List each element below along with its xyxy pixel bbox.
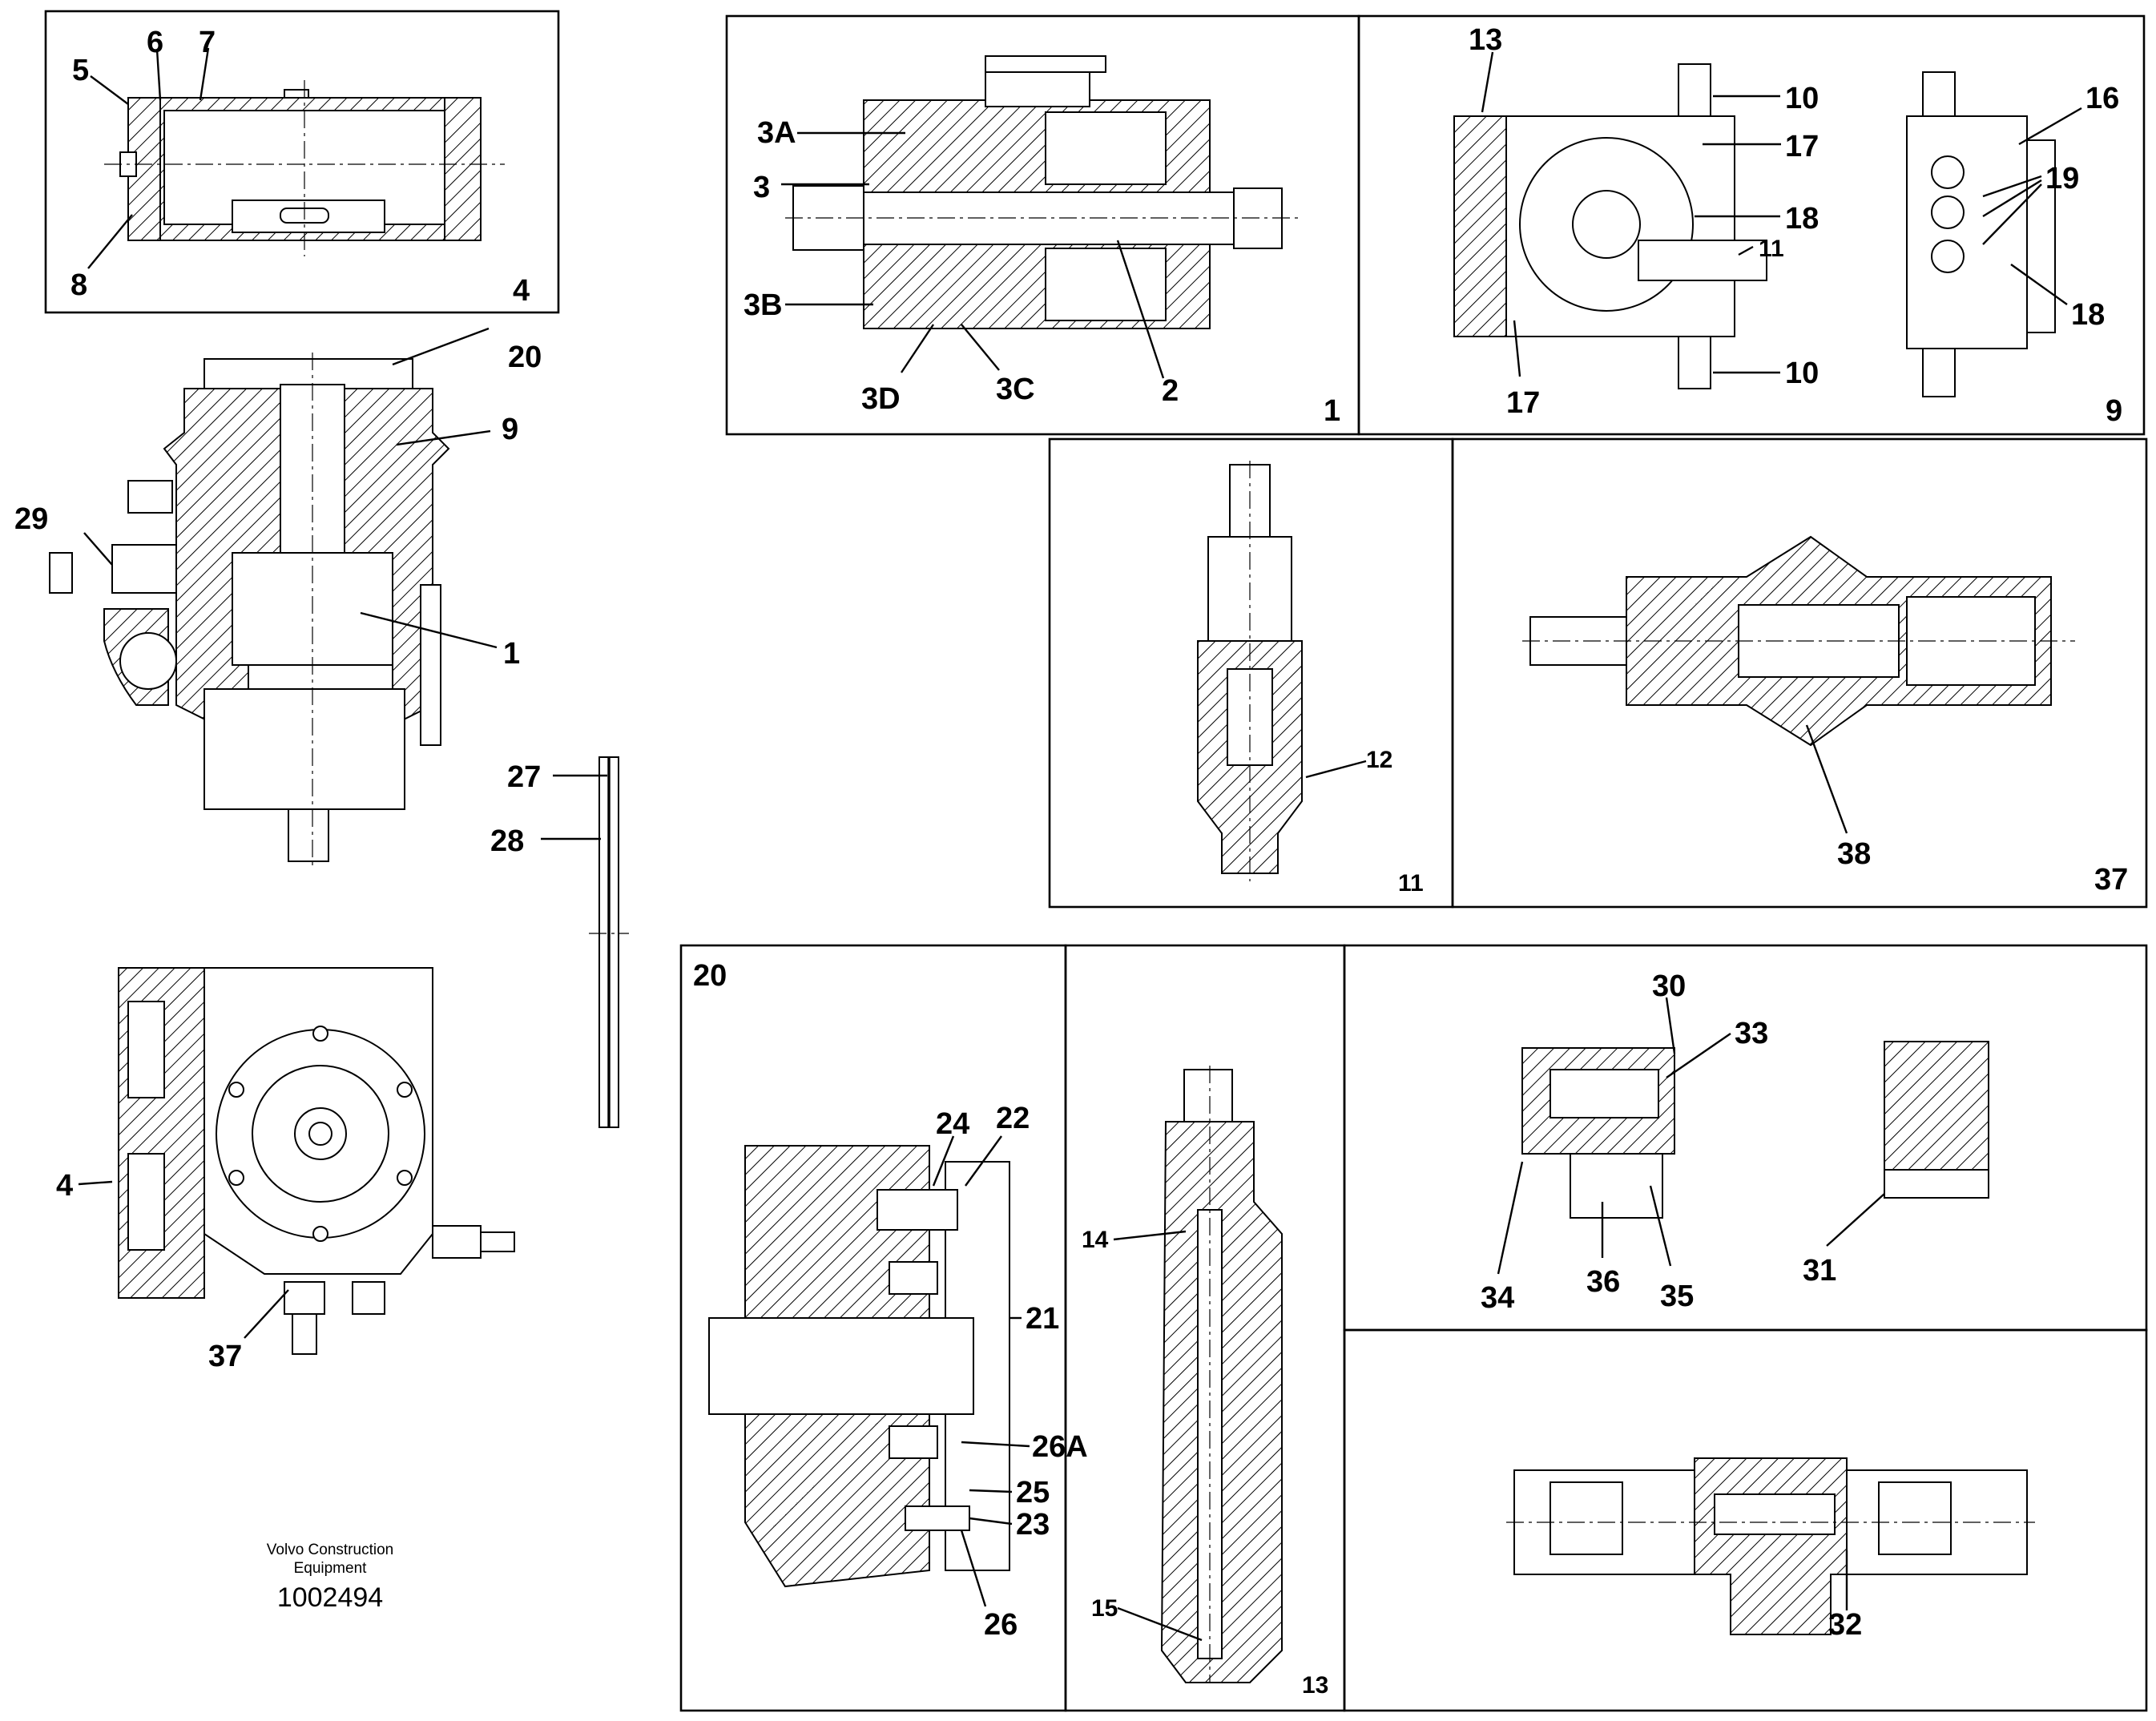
label-25: 25 <box>1016 1476 1050 1509</box>
label-37-front: 37 <box>208 1340 242 1373</box>
panel-label-1: 1 <box>1324 394 1340 428</box>
panel-label-11: 11 <box>1398 870 1424 897</box>
label-24: 24 <box>936 1107 969 1141</box>
drawing-code: 1002494 <box>277 1582 383 1613</box>
label-3: 3 <box>753 171 770 204</box>
panel-13-servo-piston: 14 15 13 <box>1064 944 1346 1712</box>
label-10-bottom: 10 <box>1785 357 1819 390</box>
label-6: 6 <box>147 26 163 59</box>
footer-brand: Volvo Construction Equipment 1002494 <box>267 1542 393 1613</box>
label-31: 31 <box>1803 1254 1836 1288</box>
label-17-top: 17 <box>1785 130 1819 163</box>
label-27: 27 <box>507 760 541 794</box>
panel-solenoid-housing-section: 30 33 34 36 35 31 <box>1343 944 2148 1332</box>
label-20-top: 20 <box>508 341 542 374</box>
label-34: 34 <box>1481 1281 1514 1315</box>
label-16: 16 <box>2085 82 2119 115</box>
panel-label-9: 9 <box>2106 394 2122 428</box>
panel-37-relief-valve: 38 37 <box>1451 437 2148 909</box>
panel-label-13: 13 <box>1302 1672 1328 1699</box>
label-15: 15 <box>1091 1595 1118 1622</box>
label-32: 32 <box>1828 1608 1862 1642</box>
label-17-bottom: 17 <box>1506 386 1540 420</box>
label-22: 22 <box>996 1102 1030 1135</box>
pump-main-section-view: 20 9 29 1 <box>14 327 542 865</box>
label-33: 33 <box>1735 1017 1768 1050</box>
panel-label-20: 20 <box>693 959 727 993</box>
label-38: 38 <box>1837 837 1871 871</box>
label-26A: 26A <box>1032 1430 1088 1464</box>
brand-line-1: Volvo Construction <box>267 1542 393 1558</box>
panel-label-4: 4 <box>513 274 530 308</box>
label-8: 8 <box>71 268 87 302</box>
label-4-front: 4 <box>56 1169 73 1203</box>
brand-line-2: Equipment <box>294 1560 368 1577</box>
label-21: 21 <box>1026 1302 1059 1336</box>
label-3D: 3D <box>861 382 901 416</box>
label-12: 12 <box>1366 747 1392 773</box>
label-3A: 3A <box>757 116 796 150</box>
label-30: 30 <box>1652 969 1686 1003</box>
panel-11-valve-cartridge: 12 11 <box>1048 437 1454 909</box>
label-18-left: 18 <box>1785 202 1819 236</box>
panel-4-end-cover-detail: 5 6 7 8 4 <box>44 10 560 314</box>
label-10-top: 10 <box>1785 82 1819 115</box>
label-23: 23 <box>1016 1508 1050 1542</box>
panel-9-control-valve: 13 10 17 18 11 17 10 16 19 18 9 <box>1357 14 2146 436</box>
label-5: 5 <box>72 54 89 87</box>
panel-label-37: 37 <box>2094 863 2128 897</box>
label-29: 29 <box>14 502 48 536</box>
label-11-panel9: 11 <box>1759 236 1784 262</box>
label-3B: 3B <box>744 288 783 322</box>
gasket-27-28: 27 28 <box>490 756 629 1128</box>
label-19: 19 <box>2045 162 2079 195</box>
label-1-main: 1 <box>503 637 520 671</box>
label-28: 28 <box>490 824 524 858</box>
label-7: 7 <box>199 26 216 59</box>
label-36: 36 <box>1586 1265 1620 1299</box>
pump-front-view: 4 37 <box>56 967 515 1373</box>
label-14: 14 <box>1082 1227 1109 1253</box>
panel-1-pump-cross-section: 3A 3 3B 3D 3C 2 1 <box>725 14 1360 436</box>
label-3C: 3C <box>996 373 1035 406</box>
label-2: 2 <box>1162 374 1179 408</box>
label-18-right: 18 <box>2071 298 2105 332</box>
label-9: 9 <box>502 413 518 446</box>
label-26: 26 <box>984 1608 1018 1642</box>
label-13-panel9: 13 <box>1469 23 1502 57</box>
panel-20-end-cover: 20 24 22 21 26A 25 23 26 <box>679 944 1088 1712</box>
panel-solenoid-valve-assembly: 32 <box>1343 1328 2148 1712</box>
label-35: 35 <box>1660 1280 1694 1313</box>
